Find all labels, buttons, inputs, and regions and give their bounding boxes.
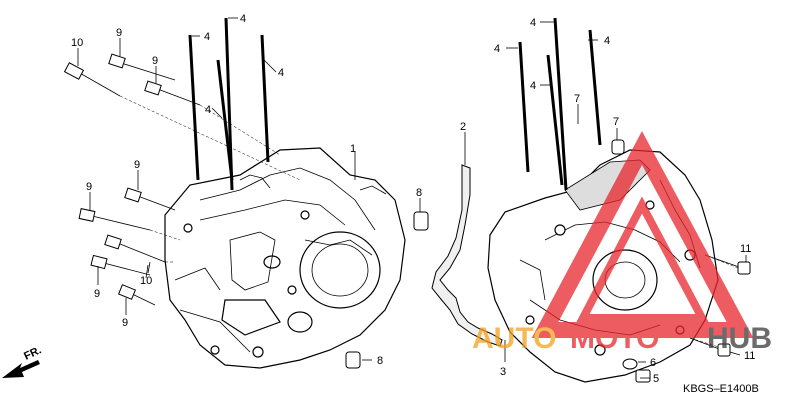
callout-11-a: 11 <box>740 243 751 255</box>
diagram-ref-code: KBGS–E1400B <box>683 383 759 395</box>
stud-bolt-4-f <box>553 17 568 191</box>
callout-4-b: 4 <box>240 13 246 25</box>
left-crankcase-half <box>164 147 406 369</box>
callout-9-e: 9 <box>94 288 100 300</box>
dowel-pin-7 <box>611 139 625 155</box>
flange-bolt-9-mid <box>124 187 176 211</box>
flange-bolt-9-left-c <box>117 284 156 306</box>
flange-bolt-11-lower <box>689 337 731 357</box>
watermark-text-moto: MOTO <box>570 322 659 355</box>
callout-4-h: 4 <box>604 35 610 47</box>
callout-10-a: 10 <box>71 37 83 49</box>
callout-9-f: 9 <box>122 317 128 329</box>
callout-6: 6 <box>650 357 656 369</box>
front-arrow-icon <box>2 360 40 378</box>
flange-bolt-9-upper-a <box>108 53 176 81</box>
callout-4-a: 4 <box>204 31 210 43</box>
watermark-text-auto: AUTO <box>472 322 556 355</box>
flange-bolt-9-left-a <box>78 208 151 231</box>
autohub-watermark: AUTO MOTO HUB <box>472 131 772 355</box>
callout-10-b: 10 <box>140 275 152 287</box>
front-direction-indicator: FR. <box>2 344 43 378</box>
drain-plug-washer-6 <box>622 358 638 370</box>
flange-bolt-10-lower <box>104 234 166 263</box>
callout-4-g: 4 <box>530 80 536 92</box>
callout-4-f: 4 <box>494 43 500 55</box>
callout-7-b: 7 <box>613 116 619 128</box>
flange-bolt-11-upper <box>704 254 751 275</box>
flange-bolt-10-upper <box>63 62 121 97</box>
watermark-text-hub: HUB <box>707 322 772 355</box>
callout-1: 1 <box>350 143 356 155</box>
callout-2: 2 <box>460 121 466 133</box>
callout-labels: 1 2 3 4 4 4 4 4 4 4 4 5 6 7 7 8 8 9 9 9 … <box>71 13 755 385</box>
dowel-pin-8-lower <box>345 351 361 369</box>
flange-bolt-9-upper-b <box>144 80 201 106</box>
dowel-pin-8-upper <box>413 211 429 231</box>
callout-4-c: 4 <box>278 67 284 79</box>
front-label: FR. <box>22 344 43 362</box>
stud-bolt-4-c <box>216 59 234 181</box>
stud-bolt-4-d <box>260 34 270 163</box>
warning-triangle-icon <box>531 131 754 338</box>
callout-8-b: 8 <box>377 355 383 367</box>
callout-leaders <box>77 17 747 379</box>
callout-9-a: 9 <box>116 27 122 39</box>
callout-8-a: 8 <box>416 187 422 199</box>
callout-9-b: 9 <box>152 55 158 67</box>
callout-9-d: 9 <box>86 181 92 193</box>
stud-bolt-4-e <box>518 41 530 173</box>
callout-5: 5 <box>653 373 659 385</box>
callout-4-e: 4 <box>530 17 536 29</box>
stud-bolt-4-a <box>188 34 200 181</box>
callout-9-c: 9 <box>134 159 140 171</box>
drain-plug-bolt-5 <box>635 369 651 383</box>
callout-3: 3 <box>500 366 506 378</box>
callout-11-b: 11 <box>744 350 755 362</box>
stud-bolt-4-h <box>588 29 602 146</box>
flange-bolt-9-left-b <box>90 254 151 276</box>
crankcase-gasket <box>431 164 503 347</box>
stud-bolt-4-g <box>546 54 564 186</box>
callout-7-a: 7 <box>574 93 580 105</box>
callout-4-d: 4 <box>205 104 211 116</box>
